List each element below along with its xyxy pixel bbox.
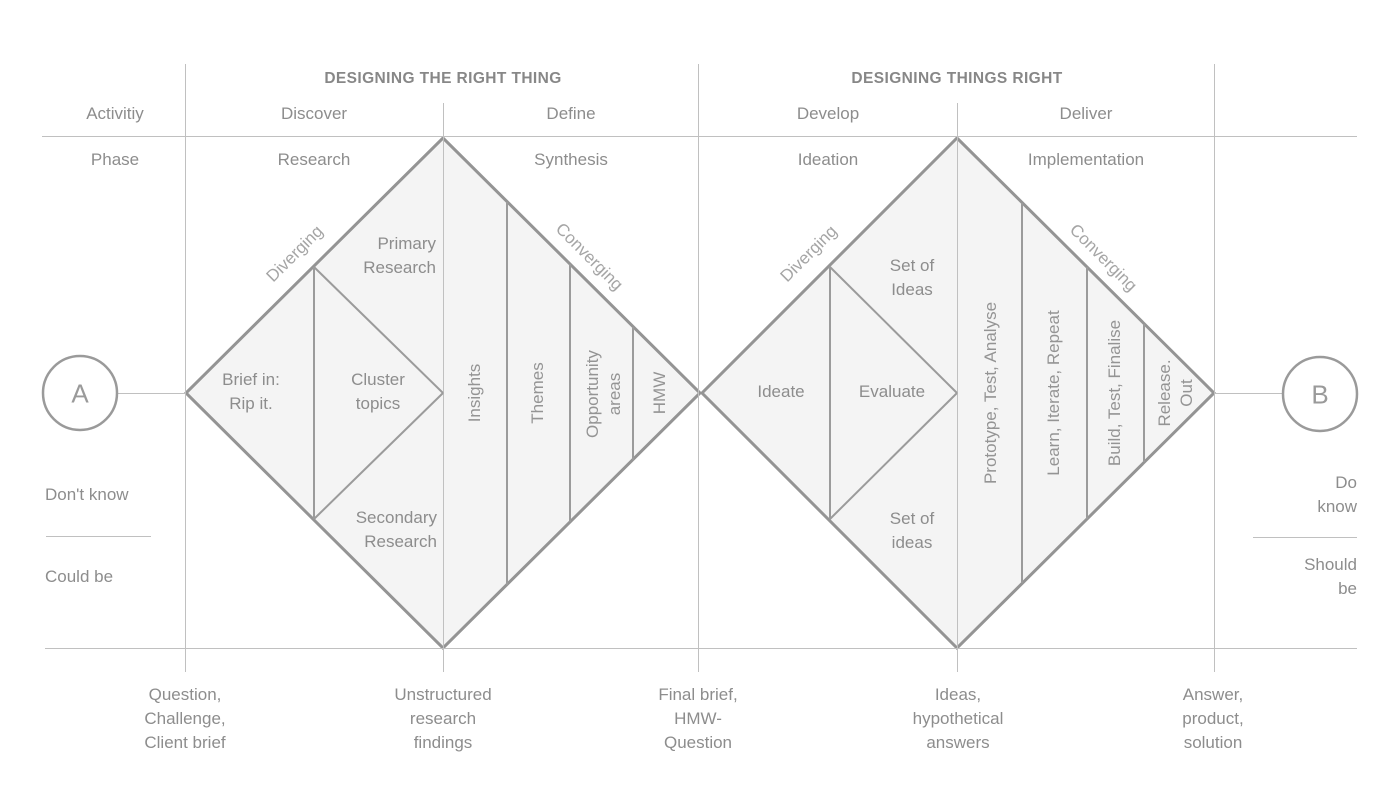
band-build-test-finalise: Build, Test, Finalise [1105,319,1124,467]
label-dont-know: Don't know [45,485,129,504]
phase-ideation: Ideation [797,150,859,169]
phase-research: Research [277,150,351,169]
label-could-be: Could be [45,567,114,586]
label-evaluate: Evaluate [858,382,926,401]
label-do-know: Do know [1317,473,1357,516]
band-hmw: HMW [650,371,669,415]
milestone-research-findings: Unstructured research findings [394,685,492,752]
label-secondary-research: Secondary Research [355,508,437,551]
label-ideate: Ideate [757,382,805,401]
phase-synthesis: Synthesis [534,150,608,169]
phase-implementation: Implementation [1027,150,1145,169]
label-primary-research: Primary Research [363,234,436,277]
label-brief-in: Brief in: Rip it. [222,370,280,413]
label-cluster-topics: Cluster topics [351,370,405,413]
activity-deliver: Deliver [1059,104,1113,123]
activity-discover: Discover [280,104,348,123]
band-insights: Insights [465,363,484,423]
band-themes: Themes [528,362,547,424]
diamond2-inner-lines [829,203,1145,583]
label-set-of-ideas-bottom: Set of ideas [889,509,935,552]
end-circle [1281,355,1359,433]
start-circle-letter: A [71,378,89,409]
band-learn-iterate-repeat: Learn, Iterate, Repeat [1044,310,1063,476]
activity-define: Define [546,104,596,123]
band-opportunity-areas: Opportunity areas [583,350,624,438]
phase-row-label: Phase [90,150,140,169]
band-prototype-test-analyse: Prototype, Test, Analyse [981,301,1000,485]
milestone-final-brief: Final brief, HMW- Question [658,685,738,752]
milestone-answer: Answer, product, solution [1182,685,1244,752]
band-release-out: Release. Out [1155,359,1196,427]
milestone-ideas: Ideas, hypothetical answers [912,685,1004,752]
grid-lines [42,64,1357,672]
diagram-title-left: DESIGNING THE RIGHT THING [324,70,562,87]
diagram-title-right: DESIGNING THINGS RIGHT [851,70,1063,87]
end-circle-letter: B [1311,379,1329,410]
activity-develop: Develop [796,104,860,123]
start-circle [41,354,119,432]
diamond1-inner-lines [313,202,634,585]
label-set-of-ideas-top: Set of Ideas [889,256,935,299]
label-should-be: Should be [1304,555,1357,598]
milestone-client-brief: Question, Challenge, Client brief [144,685,226,752]
activity-row-label: Activitiy [86,104,144,123]
